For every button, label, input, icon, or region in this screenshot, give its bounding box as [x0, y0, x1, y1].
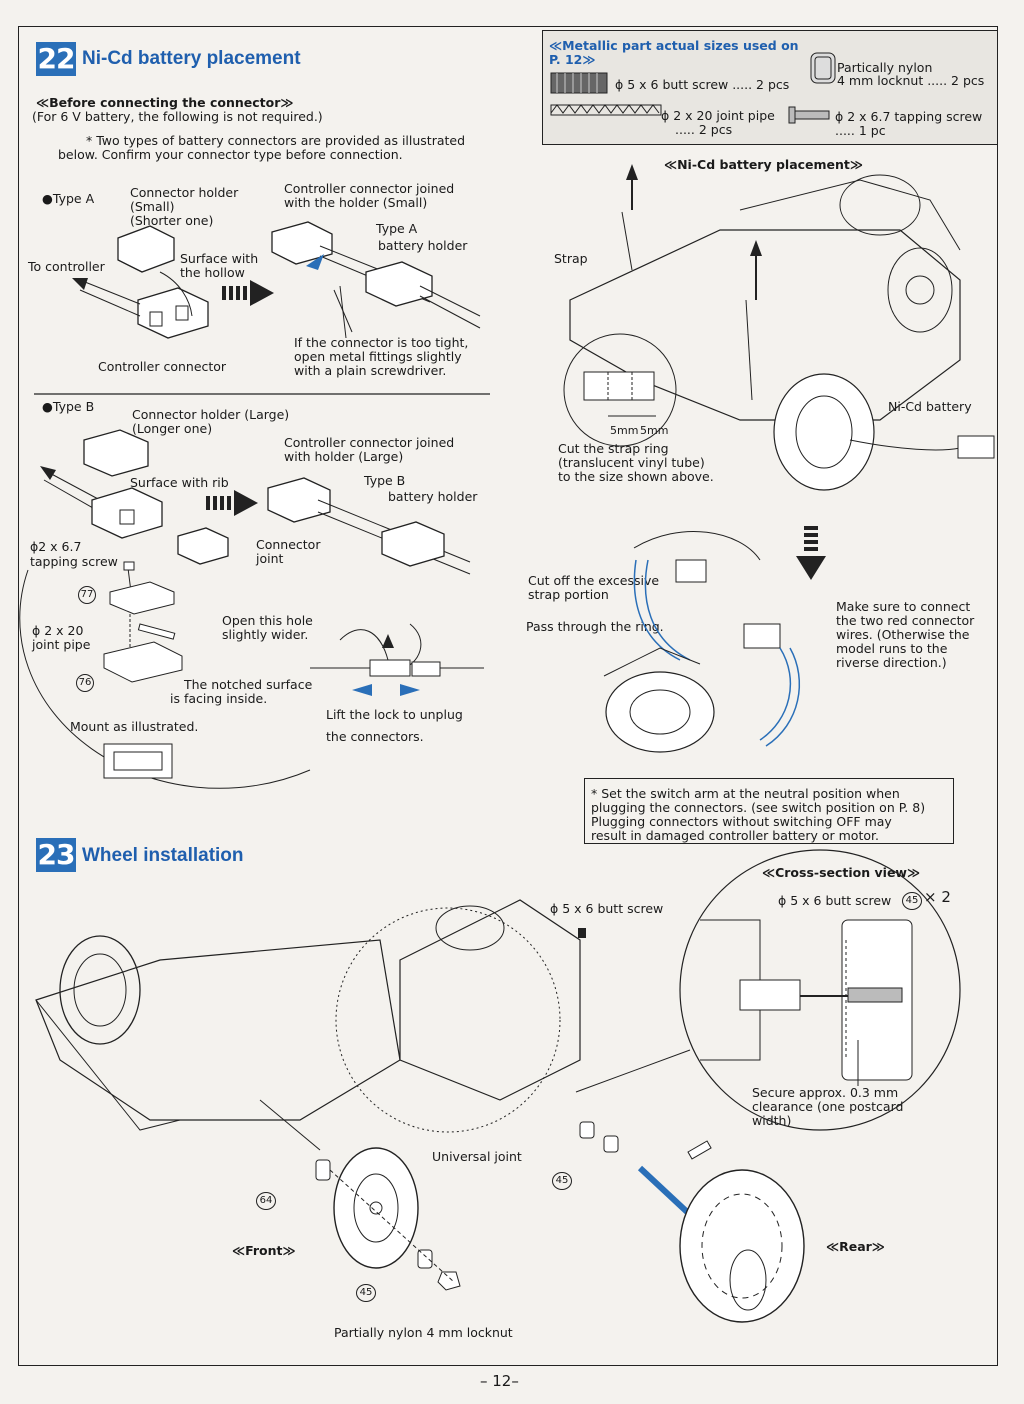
metallic-locknut-1: Partically nylon [837, 60, 933, 75]
cut-excess-2: strap portion [528, 587, 609, 602]
metallic-tapping-screw-qty: ..... 1 pc [835, 123, 886, 138]
nicd-battery-label: Ni-Cd battery [888, 399, 972, 414]
type-a-battery-holder-1: Type A [376, 221, 418, 236]
type-a-joined-2: with the holder (Small) [284, 195, 428, 210]
before-note: (For 6 V battery, the following is not r… [32, 109, 323, 124]
cross-butt-screw: ϕ 5 x 6 butt screw [778, 893, 892, 908]
placement-heading: ≪Ni-Cd battery placement≫ [664, 157, 863, 172]
make-sure-5: riverse direction.) [836, 655, 947, 670]
open-hole-1: Open this hole [222, 613, 313, 628]
metallic-header-1: ≪Metallic part actual sizes used on [549, 38, 799, 53]
surface-hollow-2: the hollow [180, 265, 245, 280]
universal-joint-label: Universal joint [432, 1149, 522, 1164]
to-controller-label: To controller [28, 259, 105, 274]
type-a-battery-holder-2: battery holder [378, 238, 468, 253]
times-two-label: × 2 [924, 888, 951, 906]
section-23-number: 23 [36, 838, 76, 872]
type-a-label: ●Type A [42, 191, 95, 206]
front-label: ≪Front≫ [232, 1243, 296, 1258]
type-a-holder-2: (Small) [130, 199, 175, 214]
type-b-joined-2: with holder (Large) [284, 449, 404, 464]
joint-pipe-2: joint pipe [32, 637, 91, 652]
lift-lock-label: Lift the lock to unplug [326, 707, 463, 722]
make-sure-1: Make sure to connect [836, 599, 971, 614]
joint-pipe-1: ϕ 2 x 20 [32, 623, 84, 638]
rear-label: ≪Rear≫ [826, 1239, 885, 1254]
part-45-badge-cross: 45 [902, 892, 922, 910]
tight-note-1: If the connector is too tight, [294, 335, 469, 350]
metallic-butt-screw: ϕ 5 x 6 butt screw ..... 2 pcs [615, 77, 790, 92]
notched-2: is facing inside. [170, 691, 268, 706]
part-45-badge-rear: 45 [552, 1172, 572, 1190]
metallic-tapping-screw: ϕ 2 x 6.7 tapping screw [835, 109, 983, 124]
types-note-1: * Two types of battery connectors are pr… [86, 133, 466, 148]
make-sure-3: wires. (Otherwise the [836, 627, 970, 642]
type-b-joined-1: Controller connector joined [284, 435, 455, 450]
types-note-2: below. Confirm your connector type befor… [58, 147, 403, 162]
metallic-joint-pipe: ϕ 2 x 20 joint pipe [661, 108, 775, 123]
before-heading: ≪Before connecting the connector≫ [36, 95, 294, 110]
section-23-title: Wheel installation [82, 845, 244, 866]
switch-note-2: plugging the connectors. (see switch pos… [591, 800, 926, 815]
type-a-joined-1: Controller connector joined [284, 181, 455, 196]
metallic-joint-pipe-qty: ..... 2 pcs [675, 122, 733, 137]
make-sure-4: model runs to the [836, 641, 948, 656]
switch-note-1: * Set the switch arm at the neutral posi… [591, 786, 900, 801]
cut-excess-1: Cut off the excessive [528, 573, 660, 588]
mount-label: Mount as illustrated. [70, 719, 199, 734]
metallic-header-2: P. 12≫ [549, 52, 596, 67]
clearance-1: Secure approx. 0.3 mm [752, 1085, 899, 1100]
make-sure-2: the two red connector [836, 613, 975, 628]
the-connectors-label: the connectors. [326, 729, 424, 744]
mm5-a: 5mm [610, 424, 639, 437]
type-a-holder-3: (Shorter one) [130, 213, 214, 228]
cross-section-heading: ≪Cross-section view≫ [762, 865, 921, 880]
connector-joint-2: joint [256, 551, 284, 566]
tapping-screw-2: tapping screw [30, 554, 118, 569]
tapping-screw-1: ϕ2 x 6.7 [30, 539, 82, 554]
tight-note-3: with a plain screwdriver. [294, 363, 447, 378]
page-number: – 12– [480, 1372, 519, 1390]
part-77-badge: 77 [78, 586, 96, 604]
page-frame [18, 26, 998, 1366]
type-b-battery-holder-1: Type B [364, 473, 406, 488]
pass-ring-label: Pass through the ring. [526, 619, 664, 634]
switch-note-4: result in damaged controller battery or … [591, 828, 879, 843]
type-b-holder-1: Connector holder (Large) [132, 407, 290, 422]
open-hole-2: slightly wider. [222, 627, 309, 642]
part-64-badge: 64 [256, 1192, 276, 1210]
controller-connector-label: Controller connector [98, 359, 227, 374]
surface-hollow-1: Surface with [180, 251, 259, 266]
type-b-battery-holder-2: battery holder [388, 489, 478, 504]
surface-rib-label: Surface with rib [130, 475, 229, 490]
metallic-parts-box: ≪Metallic part actual sizes used on P. 1… [542, 30, 998, 145]
cut-ring-2: (translucent vinyl tube) [558, 455, 705, 470]
metallic-parts-drawing [550, 52, 836, 124]
switch-note-3: Plugging connectors without switching OF… [591, 814, 892, 829]
part-76-badge: 76 [76, 674, 94, 692]
butt-screw-label: ϕ 5 x 6 butt screw [550, 901, 664, 916]
connector-joint-1: Connector [256, 537, 321, 552]
type-b-label: ●Type B [42, 399, 95, 414]
section-22-title: Ni-Cd battery placement [82, 48, 301, 69]
type-a-holder-1: Connector holder [130, 185, 239, 200]
clearance-2: clearance (one postcard [752, 1099, 904, 1114]
notched-1: The notched surface [184, 677, 313, 692]
tight-note-2: open metal fittings slightly [294, 349, 462, 364]
section-22-number: 22 [36, 42, 76, 76]
switch-note-box: * Set the switch arm at the neutral posi… [584, 778, 954, 844]
metallic-locknut-2: 4 mm locknut ..... 2 pcs [837, 73, 985, 88]
cut-ring-1: Cut the strap ring [558, 441, 669, 456]
type-b-holder-2: (Longer one) [132, 421, 213, 436]
strap-label: Strap [554, 251, 588, 266]
cut-ring-3: to the size shown above. [558, 469, 714, 484]
part-45-badge-front: 45 [356, 1284, 376, 1302]
locknut-label: Partially nylon 4 mm locknut [334, 1325, 513, 1340]
